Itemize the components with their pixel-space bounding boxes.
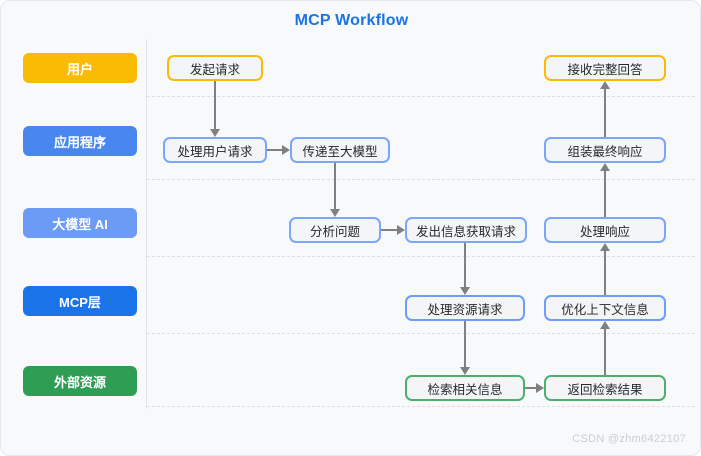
edge-n4-to-n5-arrowhead <box>397 225 405 235</box>
lane-label-app: 应用程序 <box>23 126 137 156</box>
edge-n8-to-n9 <box>604 329 606 375</box>
watermark: CSDN @zhm6422107 <box>572 433 686 445</box>
node-n8[interactable]: 返回检索结果 <box>544 375 666 401</box>
edge-n1-to-n2 <box>214 81 216 129</box>
node-n9[interactable]: 优化上下文信息 <box>544 295 666 321</box>
edge-n10-to-n11 <box>604 171 606 217</box>
lane-separator-line <box>146 39 147 409</box>
edge-n5-to-n6-arrowhead <box>460 287 470 295</box>
edge-n2-to-n3-arrowhead <box>282 145 290 155</box>
lane-divider-0 <box>147 96 695 97</box>
edge-n4-to-n5 <box>381 229 397 231</box>
lane-label-ext: 外部资源 <box>23 366 137 396</box>
edge-n9-to-n10-arrowhead <box>600 243 610 251</box>
node-n5[interactable]: 发出信息获取请求 <box>405 217 527 243</box>
lane-divider-2 <box>147 256 695 257</box>
lane-label-user: 用户 <box>23 53 137 83</box>
node-n4[interactable]: 分析问题 <box>289 217 381 243</box>
edge-n9-to-n10 <box>604 251 606 295</box>
page-title: MCP Workflow <box>294 12 409 29</box>
node-n3[interactable]: 传递至大模型 <box>290 137 390 163</box>
node-n11[interactable]: 组装最终响应 <box>544 137 666 163</box>
node-n6[interactable]: 处理资源请求 <box>405 295 525 321</box>
lane-divider-1 <box>147 179 695 180</box>
edge-n3-to-n4-arrowhead <box>330 209 340 217</box>
edge-n11-to-n12-arrowhead <box>600 81 610 89</box>
edge-n1-to-n2-arrowhead <box>210 129 220 137</box>
node-n7[interactable]: 检索相关信息 <box>405 375 525 401</box>
edge-n5-to-n6 <box>464 243 466 287</box>
edge-n2-to-n3 <box>267 149 282 151</box>
edge-n11-to-n12 <box>604 89 606 137</box>
node-n12[interactable]: 接收完整回答 <box>544 55 666 81</box>
edge-n8-to-n9-arrowhead <box>600 321 610 329</box>
lane-divider-4 <box>147 406 695 407</box>
edge-n3-to-n4 <box>334 163 336 209</box>
edge-n7-to-n8-arrowhead <box>536 383 544 393</box>
node-n1[interactable]: 发起请求 <box>167 55 263 81</box>
lane-label-ai: 大模型 AI <box>23 208 137 238</box>
lane-divider-3 <box>147 333 695 334</box>
edge-n10-to-n11-arrowhead <box>600 163 610 171</box>
lane-label-mcp: MCP层 <box>23 286 137 316</box>
node-n2[interactable]: 处理用户请求 <box>163 137 267 163</box>
edge-n7-to-n8 <box>525 387 536 389</box>
edge-n6-to-n7-arrowhead <box>460 367 470 375</box>
edge-n6-to-n7 <box>464 321 466 367</box>
node-n10[interactable]: 处理响应 <box>544 217 666 243</box>
